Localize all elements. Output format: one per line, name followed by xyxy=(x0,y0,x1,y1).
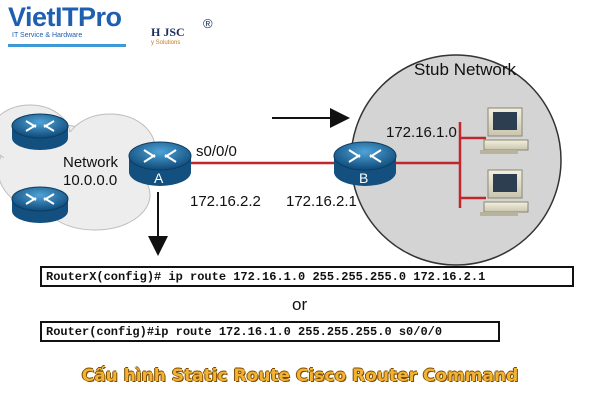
router-b-label: B xyxy=(359,170,369,186)
interface-label: s0/0/0 xyxy=(196,143,237,160)
router-icon xyxy=(11,113,69,150)
logo-underline xyxy=(8,44,126,47)
network-address: 10.0.0.0 xyxy=(63,172,118,189)
ip-router-a: 172.16.2.2 xyxy=(190,193,261,210)
command-box-next-hop: RouterX(config)# ip route 172.16.1.0 255… xyxy=(40,266,574,287)
command-box-exit-interface: Router(config)#ip route 172.16.1.0 255.2… xyxy=(40,321,500,342)
stub-subnet-label: 172.16.1.0 xyxy=(386,124,457,141)
logo-company: H JSC xyxy=(151,25,185,39)
logo-solutions: y Solutions xyxy=(151,40,181,46)
company-logo: VietITPro IT Service & Hardware H JSC ® … xyxy=(8,2,213,62)
router-b-icon xyxy=(333,141,397,186)
router-a-icon xyxy=(128,141,192,186)
ip-router-b: 172.16.2.1 xyxy=(286,193,357,210)
network-label: Network xyxy=(63,154,119,171)
logo-tagline: IT Service & Hardware xyxy=(12,32,83,39)
router-icon xyxy=(11,186,69,223)
separator-or: or xyxy=(292,295,308,314)
computer-icon xyxy=(480,107,529,154)
router-a-label: A xyxy=(154,170,164,186)
computer-icon xyxy=(480,169,529,216)
stub-network-title: Stub Network xyxy=(414,60,517,79)
command-exit-interface-text: Router(config)#ip route 172.16.1.0 255.2… xyxy=(46,324,443,339)
command-next-hop-text: RouterX(config)# ip route 172.16.1.0 255… xyxy=(46,269,486,284)
caption-title: Cấu hình Static Route Cisco Router Comma… xyxy=(81,366,519,386)
logo-brand: VietITPro xyxy=(8,2,122,32)
logo-registered-mark: ® xyxy=(203,16,213,31)
